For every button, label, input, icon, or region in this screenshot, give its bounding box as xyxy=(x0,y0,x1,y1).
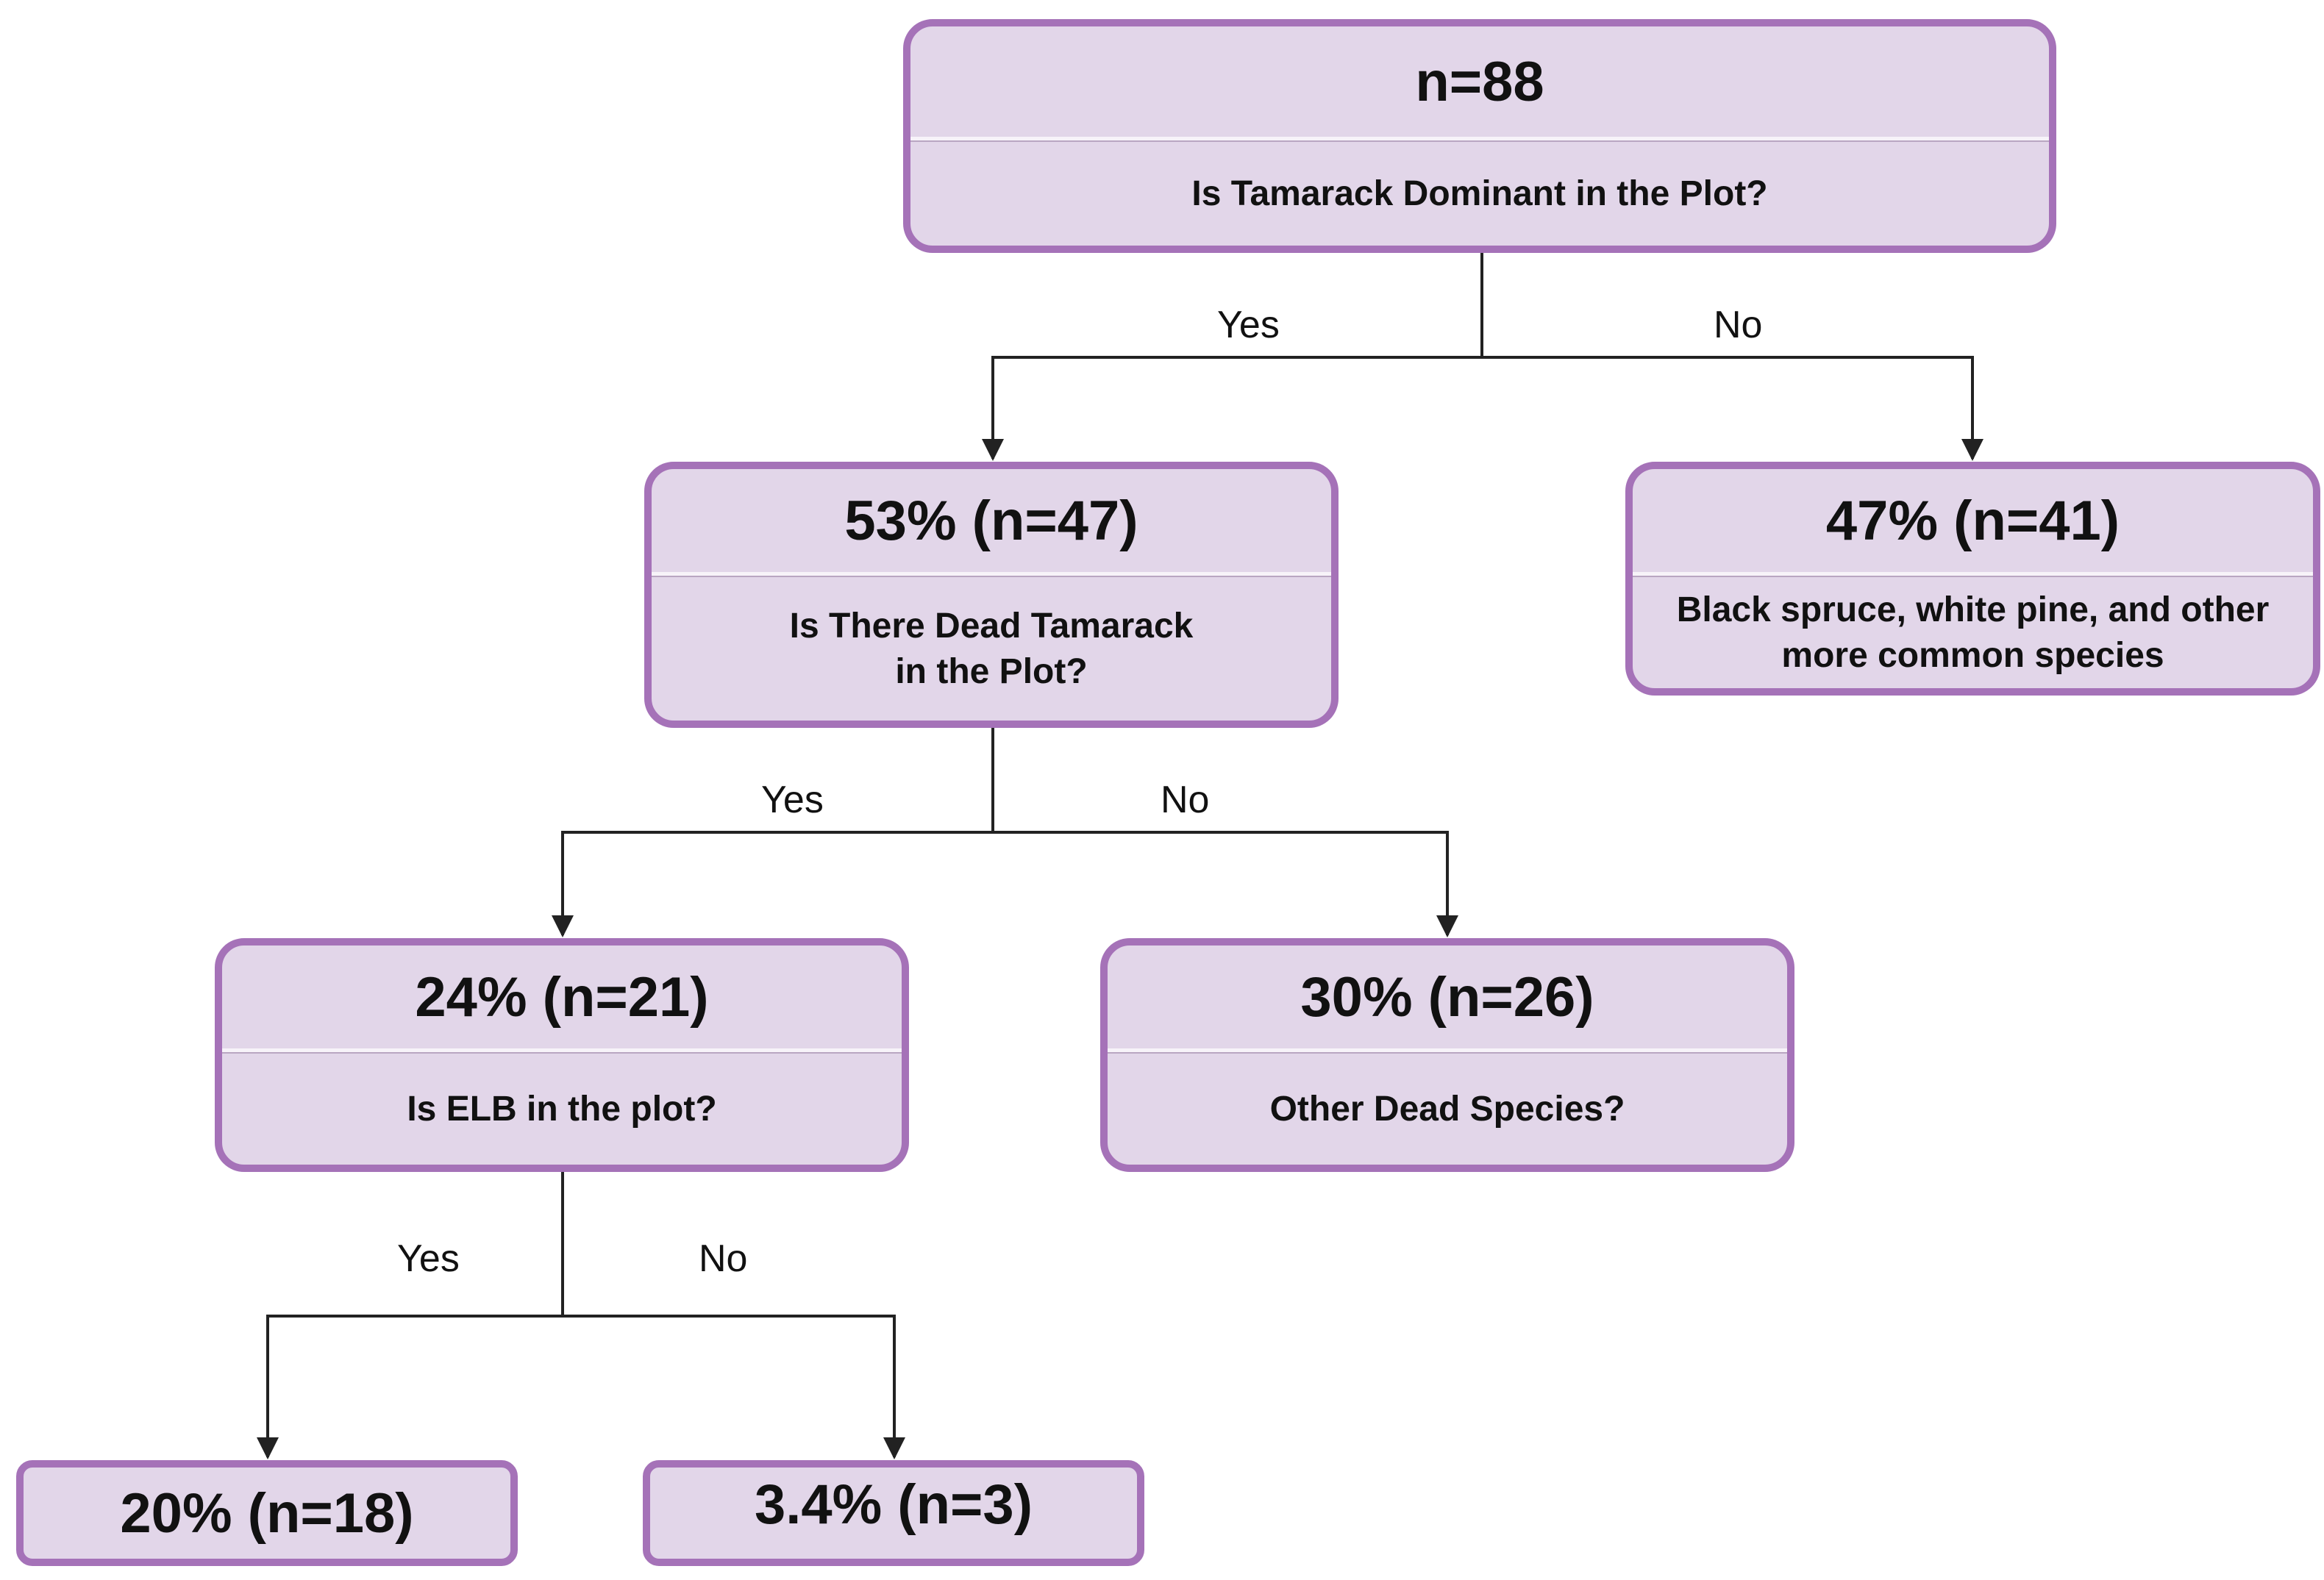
tamarack-yes-to-dead-yes-connector xyxy=(552,831,993,937)
dead-no-percentage: 30% (n=26) xyxy=(1300,965,1594,1029)
dead-yes-divider xyxy=(222,1048,902,1054)
tamarack-yes-divider xyxy=(652,572,1331,577)
dead-tamarack-no-node: 30% (n=26) Other Dead Species? xyxy=(1100,938,1794,1172)
elb-yes-percentage: 20% (n=18) xyxy=(120,1481,414,1545)
dead-yes-no-label: No xyxy=(699,1237,748,1280)
elb-no-leaf-node: 3.4% (n=3) xyxy=(643,1460,1144,1566)
dead-tamarack-yes-node: 24% (n=21) Is ELB in the plot? xyxy=(215,938,909,1172)
root-to-tamarack-yes-connector xyxy=(982,356,1482,461)
dead-yes-percentage: 24% (n=21) xyxy=(415,965,709,1029)
dead-yes-question: Is ELB in the plot? xyxy=(407,1089,717,1129)
tamarack-dominant-no-node: 47% (n=41) Black spruce, white pine, and… xyxy=(1625,462,2320,696)
dead-no-divider xyxy=(1108,1048,1787,1054)
tamarack-yes-to-dead-no-connector xyxy=(993,831,1458,937)
dead-no-question: Other Dead Species? xyxy=(1269,1089,1625,1129)
root-no-label: No xyxy=(1714,304,1763,346)
dead-yes-to-elb-no-connector xyxy=(563,1315,905,1459)
tamarack-yes-yes-label: Yes xyxy=(761,779,824,821)
root-sample-size: n=88 xyxy=(1415,50,1544,113)
root-divider xyxy=(910,137,2049,142)
root-question: Is Tamarack Dominant in the Plot? xyxy=(1191,174,1768,213)
tamarack-yes-percentage: 53% (n=47) xyxy=(844,489,1138,552)
elb-no-percentage: 3.4% (n=3) xyxy=(754,1473,1033,1536)
tamarack-no-percentage: 47% (n=41) xyxy=(1825,489,2120,552)
dead-yes-to-elb-yes-connector xyxy=(257,1315,563,1459)
tamarack-no-divider xyxy=(1633,572,2313,577)
elb-yes-leaf-node: 20% (n=18) xyxy=(16,1460,518,1566)
tamarack-yes-no-label: No xyxy=(1161,779,1210,821)
connector-group xyxy=(257,253,1983,1459)
dead-yes-yes-label: Yes xyxy=(397,1237,460,1280)
tamarack-dominant-yes-node: 53% (n=47) Is There Dead Tamarack in the… xyxy=(644,462,1339,728)
tamarack-no-description: Black spruce, white pine, and other more… xyxy=(1676,590,2270,675)
root-to-tamarack-no-connector xyxy=(1482,356,1983,461)
root-node: n=88 Is Tamarack Dominant in the Plot? xyxy=(903,19,2056,253)
root-yes-label: Yes xyxy=(1217,304,1280,346)
tamarack-yes-question: Is There Dead Tamarack in the Plot? xyxy=(789,606,1194,691)
